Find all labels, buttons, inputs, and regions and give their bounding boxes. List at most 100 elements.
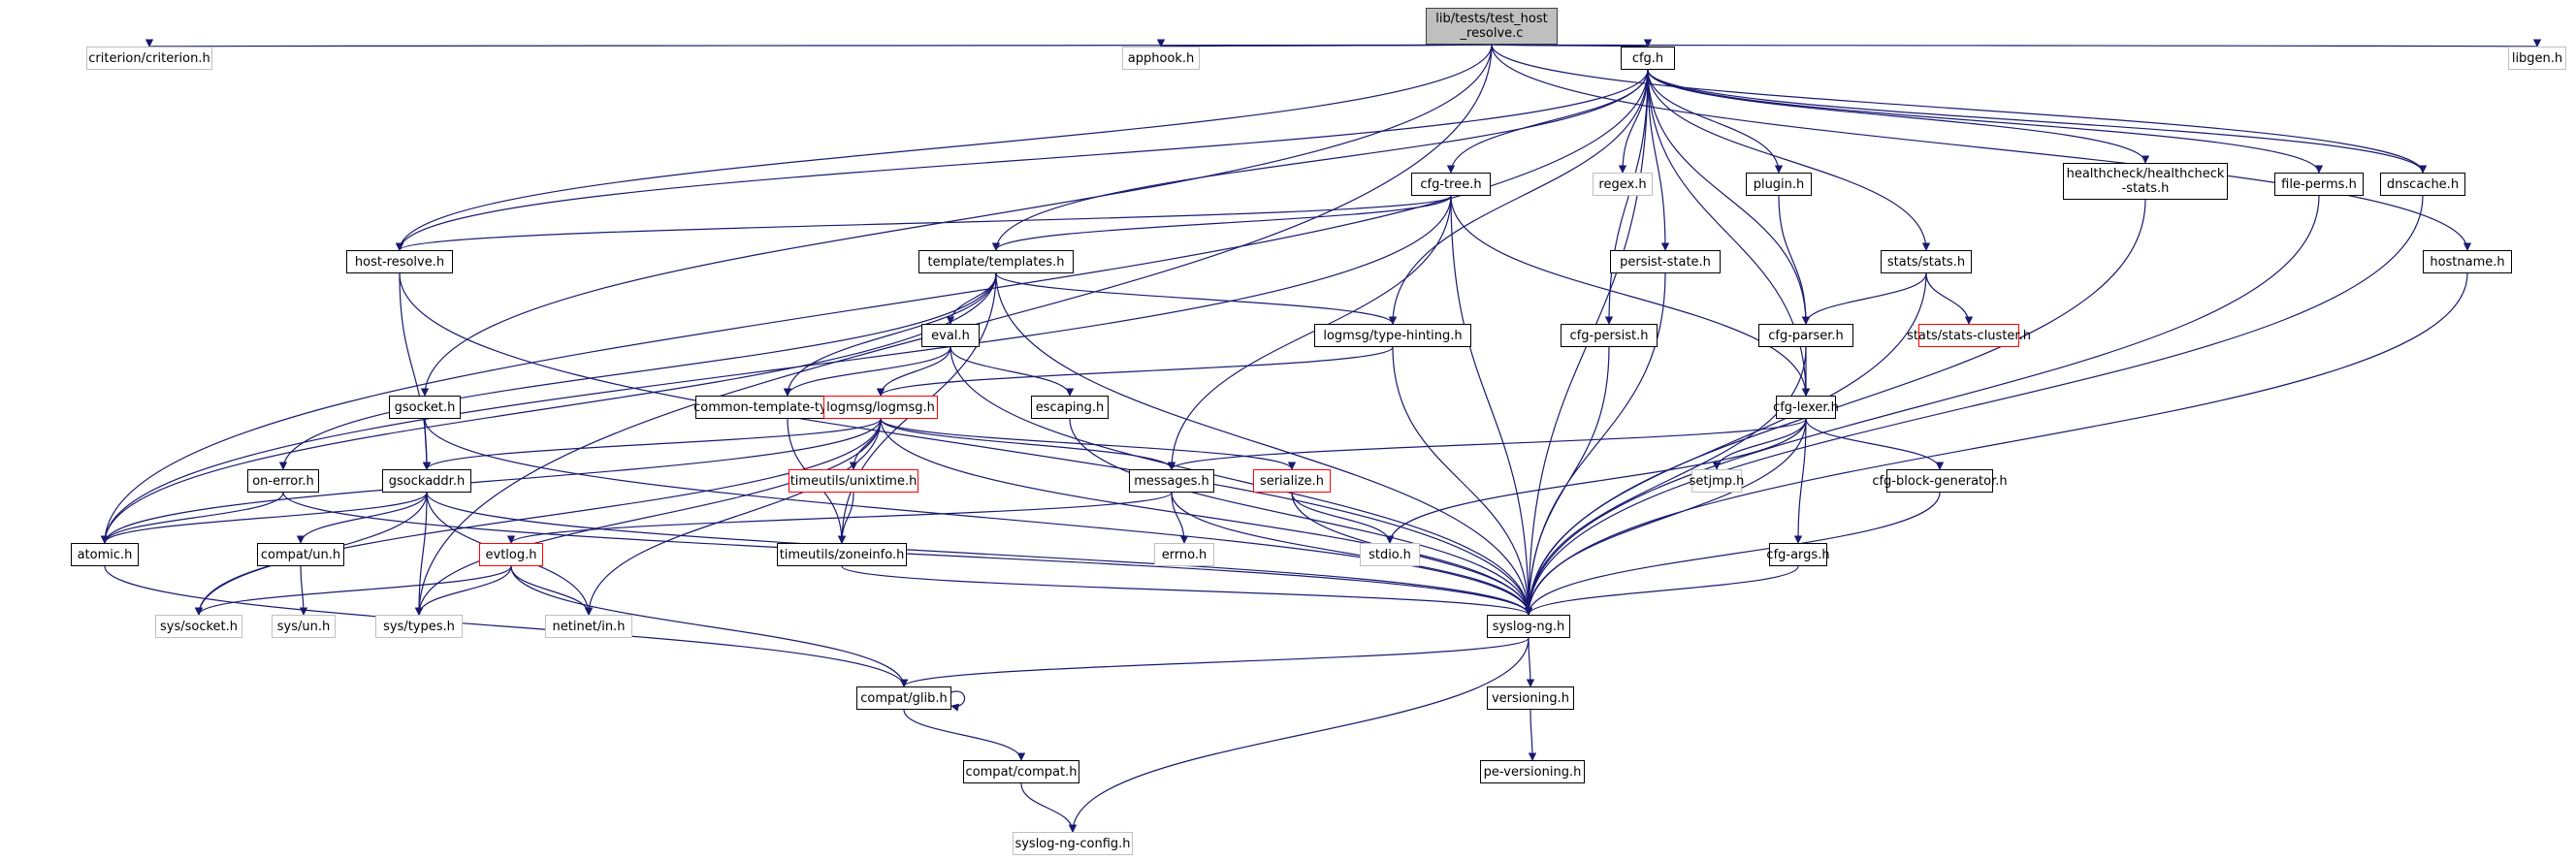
node-apphook[interactable]: apphook.h (1122, 47, 1200, 70)
edge-evtlog-to-netinet (510, 565, 594, 616)
edge-gsockaddr-to-atomic (100, 492, 428, 544)
edge-logmsg-to-systypes (414, 418, 882, 616)
node-cfgargs[interactable]: cfg-args.h (1766, 543, 1830, 566)
edge-cfg-to-templates (991, 69, 1649, 251)
node-sysun[interactable]: sys/un.h (272, 615, 336, 638)
node-gsocket[interactable]: gsocket.h (389, 396, 461, 419)
edge-atomic-to-glib (104, 565, 909, 687)
node-hostresolve[interactable]: host-resolve.h (346, 250, 453, 273)
node-fileperms[interactable]: file-perms.h (2274, 173, 2364, 196)
node-cfg[interactable]: cfg.h (1621, 47, 1675, 70)
edge-cfglexer-to-blockgen (1805, 418, 1945, 470)
node-errno[interactable]: errno.h (1154, 543, 1214, 566)
node-onerror[interactable]: on-error.h (247, 469, 319, 493)
edge-cfg-to-fileperms (1647, 69, 2324, 174)
edge-root-to-apphook (1159, 38, 1493, 48)
edge-syslogng-to-glib (899, 637, 1530, 687)
edge-root-to-gsocket (420, 44, 1493, 397)
edge-root-to-hostresolve (395, 44, 1493, 251)
edge-cfg-to-cfgpersist (1604, 69, 1649, 325)
node-criterion[interactable]: criterion/criterion.h (86, 47, 212, 70)
node-serialize[interactable]: serialize.h (1253, 469, 1331, 493)
node-stats[interactable]: stats/stats.h (1881, 250, 1972, 273)
node-evtlog[interactable]: evtlog.h (479, 543, 543, 566)
edge-cfg-to-typehinting (1388, 69, 1649, 325)
node-netinet[interactable]: netinet/in.h (545, 615, 632, 638)
edge-blockgen-to-syslogng (1524, 492, 1941, 616)
node-persiststate[interactable]: persist-state.h (1610, 250, 1721, 273)
node-hostname[interactable]: hostname.h (2423, 250, 2512, 273)
node-setjmp[interactable]: setjmp.h (1690, 469, 1744, 493)
edge-stats-to-statscluster (1925, 272, 1974, 325)
edge-logmsg-to-atomic (100, 418, 882, 544)
node-systypes[interactable]: sys/types.h (375, 615, 463, 638)
node-escaping[interactable]: escaping.h (1031, 396, 1109, 419)
edge-hostresolve-to-syslogng (399, 272, 1533, 616)
node-cfgtree[interactable]: cfg-tree.h (1411, 173, 1491, 196)
node-eval[interactable]: eval.h (921, 324, 980, 347)
edge-cfgtree-to-cfglexer (1450, 195, 1811, 397)
edge-cfg-to-stats (1647, 69, 1931, 251)
node-config[interactable]: syslog-ng-config.h (1013, 832, 1133, 855)
node-unixtime[interactable]: timeutils/unixtime.h (789, 469, 918, 493)
edge-gsocket-to-syslogng (424, 418, 1533, 616)
edge-typehinting-to-logmsg (876, 346, 1394, 397)
node-zoneinfo[interactable]: timeutils/zoneinfo.h (777, 543, 907, 566)
edge-cfg-to-dnscache (1647, 69, 2428, 174)
node-versioning[interactable]: versioning.h (1487, 686, 1574, 710)
node-cfgpersist[interactable]: cfg-persist.h (1561, 324, 1658, 347)
node-blockgen[interactable]: cfg-block-generator.h (1872, 469, 2008, 493)
edge-eval-to-commontpl (783, 346, 951, 397)
edge-cfglexer-to-messages (1167, 418, 1807, 470)
node-cfglexer[interactable]: cfg-lexer.h (1773, 396, 1839, 419)
node-statscluster[interactable]: stats/stats-cluster.h (1907, 324, 2031, 347)
edge-gsockaddr-to-syslogng (426, 492, 1533, 616)
node-plugin[interactable]: plugin.h (1746, 173, 1812, 196)
node-stdio[interactable]: stdio.h (1360, 543, 1420, 566)
node-logmsg[interactable]: logmsg/logmsg.h (823, 396, 938, 419)
node-dnscache[interactable]: dnscache.h (2380, 173, 2465, 196)
edge-stats-to-cfgparser (1801, 272, 1927, 325)
edge-logmsg-to-gsockaddr (422, 418, 882, 470)
edge-root-to-hostname (1491, 44, 2472, 251)
node-messages[interactable]: messages.h (1129, 469, 1214, 493)
edge-cfgparser-to-syslogng (1524, 346, 1807, 616)
node-syslogng[interactable]: syslog-ng.h (1487, 615, 1570, 638)
edge-cfgargs-to-syslogng (1524, 565, 1799, 616)
edge-root-to-dnscache (1491, 44, 2428, 174)
edge-cfg-to-hostresolve (395, 69, 1649, 251)
edge-zoneinfo-to-syslogng (841, 565, 1532, 616)
node-gsockaddr[interactable]: gsockaddr.h (382, 469, 471, 493)
node-templates[interactable]: template/templates.h (918, 250, 1074, 273)
node-glib[interactable]: compat/glib.h (856, 686, 951, 710)
edge-templates-to-commontpl (783, 272, 997, 397)
node-root[interactable]: lib/tests/test_host _resolve.c (1426, 8, 1558, 45)
node-healthcheck[interactable]: healthcheck/healthcheck -stats.h (2063, 163, 2228, 200)
node-peversioning[interactable]: pe-versioning.h (1480, 760, 1585, 783)
edge-dnscache-to-syslogng (1524, 195, 2424, 616)
edge-messages-to-errno (1171, 492, 1189, 544)
edge-typehinting-to-syslogng (1392, 346, 1533, 616)
node-compat[interactable]: compat/compat.h (963, 760, 1079, 783)
edge-compat-to-config (1020, 782, 1078, 833)
edge-cfgpersist-to-syslogng (1524, 346, 1610, 616)
edge-healthcheck-to-syslogng (1524, 199, 2146, 616)
node-regex[interactable]: regex.h (1593, 173, 1653, 196)
edge-syslogng-to-config (1068, 637, 1530, 833)
edge-versioning-to-peversioning (1528, 709, 1537, 761)
edge-eval-to-syslogng (950, 346, 1533, 616)
node-compatun[interactable]: compat/un.h (257, 543, 344, 566)
edge-syslogng-to-versioning (1526, 637, 1535, 687)
node-syssocket[interactable]: sys/socket.h (155, 615, 242, 638)
edge-gsockaddr-to-compatun (296, 492, 428, 544)
node-typehinting[interactable]: logmsg/type-hinting.h (1314, 324, 1471, 347)
edge-cfg-to-healthcheck (1647, 69, 2150, 164)
edge-cfglexer-to-stdio (1385, 418, 1807, 544)
edge-templates-to-syslogng (995, 272, 1533, 616)
node-cfgparser[interactable]: cfg-parser.h (1758, 324, 1853, 347)
edge-cfgtree-to-templates (991, 195, 1452, 251)
node-libgen[interactable]: libgen.h (2508, 47, 2566, 70)
node-atomic[interactable]: atomic.h (71, 543, 139, 566)
edge-logmsg-to-serialize (880, 418, 1297, 470)
